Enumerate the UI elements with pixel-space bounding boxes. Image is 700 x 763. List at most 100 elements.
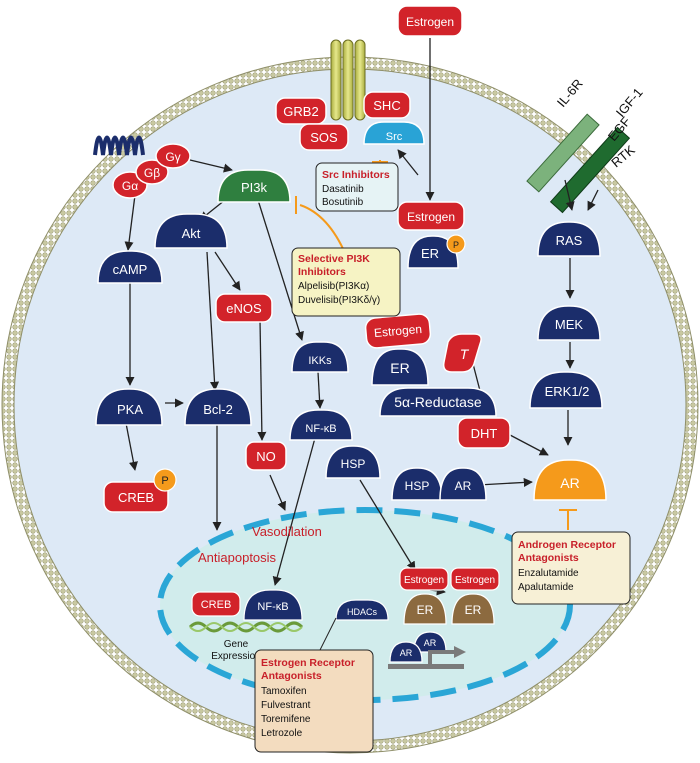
reductase-label: 5α-Reductase: [394, 394, 482, 410]
estrogen-top-node: [397, 5, 463, 37]
er-antagonists-title-1: Estrogen Receptor: [261, 657, 355, 669]
estrogen-er-label: Estrogen: [373, 322, 422, 340]
hsp2-label: HSP: [405, 479, 430, 493]
estrogen-mid-label: Estrogen: [407, 210, 455, 224]
er-mid-label: ER: [390, 360, 409, 376]
gpcr-receptor: [93, 135, 145, 156]
er-phospho-icon: [446, 234, 466, 254]
ar-antagonists-title-1: Androgen Receptor: [518, 539, 616, 551]
mek-label: MEK: [555, 317, 584, 332]
erk-label: ERK1/2: [545, 384, 590, 399]
erk-node: [529, 371, 603, 409]
transcription-arrow-icon: [388, 646, 466, 669]
rtk-receptor: [549, 126, 631, 214]
g-beta-node: [135, 159, 169, 185]
enos-label: eNOS: [226, 301, 262, 316]
src-inhibitor-item-1: Dasatinib: [322, 184, 364, 195]
bcl2-node: [184, 388, 252, 426]
nucleus-estrogen-b-node: [450, 567, 500, 591]
pi3k-inhibitors-title-1: Selective PI3K: [298, 253, 370, 265]
creb-node: [103, 481, 169, 513]
camp-node: [97, 250, 163, 284]
src-inhibitors-title: Src Inhibitors: [322, 169, 390, 181]
nucleus-er-a-node: [403, 593, 447, 625]
g-gamma-label: Gγ: [165, 150, 180, 164]
enos-node: [215, 293, 273, 323]
er-phos-label: ER: [421, 246, 439, 261]
pi3k-inhibitors-box: [291, 247, 401, 317]
pi3k-label: PI3k: [241, 180, 268, 195]
mek-node: [537, 305, 601, 341]
nfkb-node: [289, 409, 353, 441]
src-label: Src: [386, 131, 403, 143]
pi3k-inhibitor-item-2: Duvelisib(PI3Kδ/γ): [298, 295, 380, 306]
er-antagonist-item-4: Letrozole: [261, 728, 303, 739]
no-node: [245, 441, 287, 471]
hdacs-label: HDACs: [347, 607, 378, 617]
il6r-label: IL-6R: [554, 76, 586, 110]
hdacs-node: [335, 599, 389, 621]
src-inhibitors-box: [315, 162, 399, 212]
nucleus-ar-b-node: [413, 631, 447, 653]
shc-label: SHC: [373, 98, 400, 113]
sos-label: SOS: [310, 130, 338, 145]
ar-hsp-label: AR: [455, 479, 472, 493]
estrogen-top-label: Estrogen: [406, 15, 454, 29]
er-phos-node: [407, 235, 459, 269]
nucleus-estrogen-a-node: [399, 567, 449, 591]
er-antagonist-item-3: Toremifene: [261, 714, 311, 725]
akt-label: Akt: [182, 226, 201, 241]
il6r-receptor: [526, 113, 600, 193]
creb-label: CREB: [118, 490, 154, 505]
testosterone-node: [442, 333, 482, 373]
sos-node: [299, 123, 349, 151]
ar-antagonist-item-2: Apalutamide: [518, 582, 574, 593]
membrane-channel: [330, 39, 366, 121]
dna-helix-strand: [189, 622, 303, 632]
nucleus-nfkb-node: [243, 589, 303, 621]
nucleus-estrogen-a-label: Estrogen: [404, 575, 444, 586]
shc-node: [363, 91, 411, 119]
er-antagonist-connector: [319, 617, 337, 651]
ar-antagonists-box: [511, 531, 631, 605]
estrogen-mid-node: [397, 201, 465, 231]
creb-phospho-label: P: [161, 475, 168, 487]
pi3k-inhibitors-title-2: Inhibitors: [298, 266, 346, 278]
nucleus-creb-node: [191, 591, 241, 617]
antiapoptosis-label: Antiapoptosis: [198, 550, 277, 565]
pka-label: PKA: [117, 402, 143, 417]
src-node: [363, 121, 425, 145]
igf-label: IGF-1: [613, 85, 646, 120]
gene-label-2: Expression: [211, 651, 260, 662]
pi3k-inhibitor-item-1: Alpelisib(PI3Kα): [298, 281, 369, 292]
pi3k-node: [217, 169, 291, 203]
ikks-node: [291, 341, 349, 373]
ras-label: RAS: [556, 233, 583, 248]
ar-antagonist-item-1: Enzalutamide: [518, 568, 579, 579]
nucleus-nfkb-label: NF-κB: [257, 601, 288, 613]
reductase-node: [379, 387, 497, 417]
g-alpha-label: Gα: [122, 179, 138, 193]
nucleus-ar-a-node: [389, 641, 423, 663]
nucleus-er-b-node: [451, 593, 495, 625]
dht-node: [457, 417, 511, 449]
g-gamma-node: [155, 143, 191, 169]
ar-hsp-node: [439, 467, 487, 501]
nucleus-ar-a-label: AR: [400, 648, 413, 658]
src-inhibitor-item-2: Bosutinib: [322, 197, 364, 208]
ar-node: [533, 459, 607, 501]
ikks-label: IKKs: [308, 355, 332, 367]
g-beta-label: Gβ: [144, 166, 160, 180]
grb2-node: [275, 97, 327, 125]
arrows: [124, 38, 599, 596]
nucleus-er-a-label: ER: [417, 603, 434, 617]
gene-label-1: Gene: [224, 639, 249, 650]
akt-node: [154, 213, 228, 249]
er-antagonist-item-2: Fulvestrant: [261, 700, 311, 711]
nucleus-ar-b-label: AR: [424, 638, 437, 648]
er-antagonists-title-2: Antagonists: [261, 670, 322, 682]
er-antagonist-item-1: Tamoxifen: [261, 686, 307, 697]
testosterone-label: T: [460, 346, 470, 362]
hsp-node: [325, 445, 381, 479]
